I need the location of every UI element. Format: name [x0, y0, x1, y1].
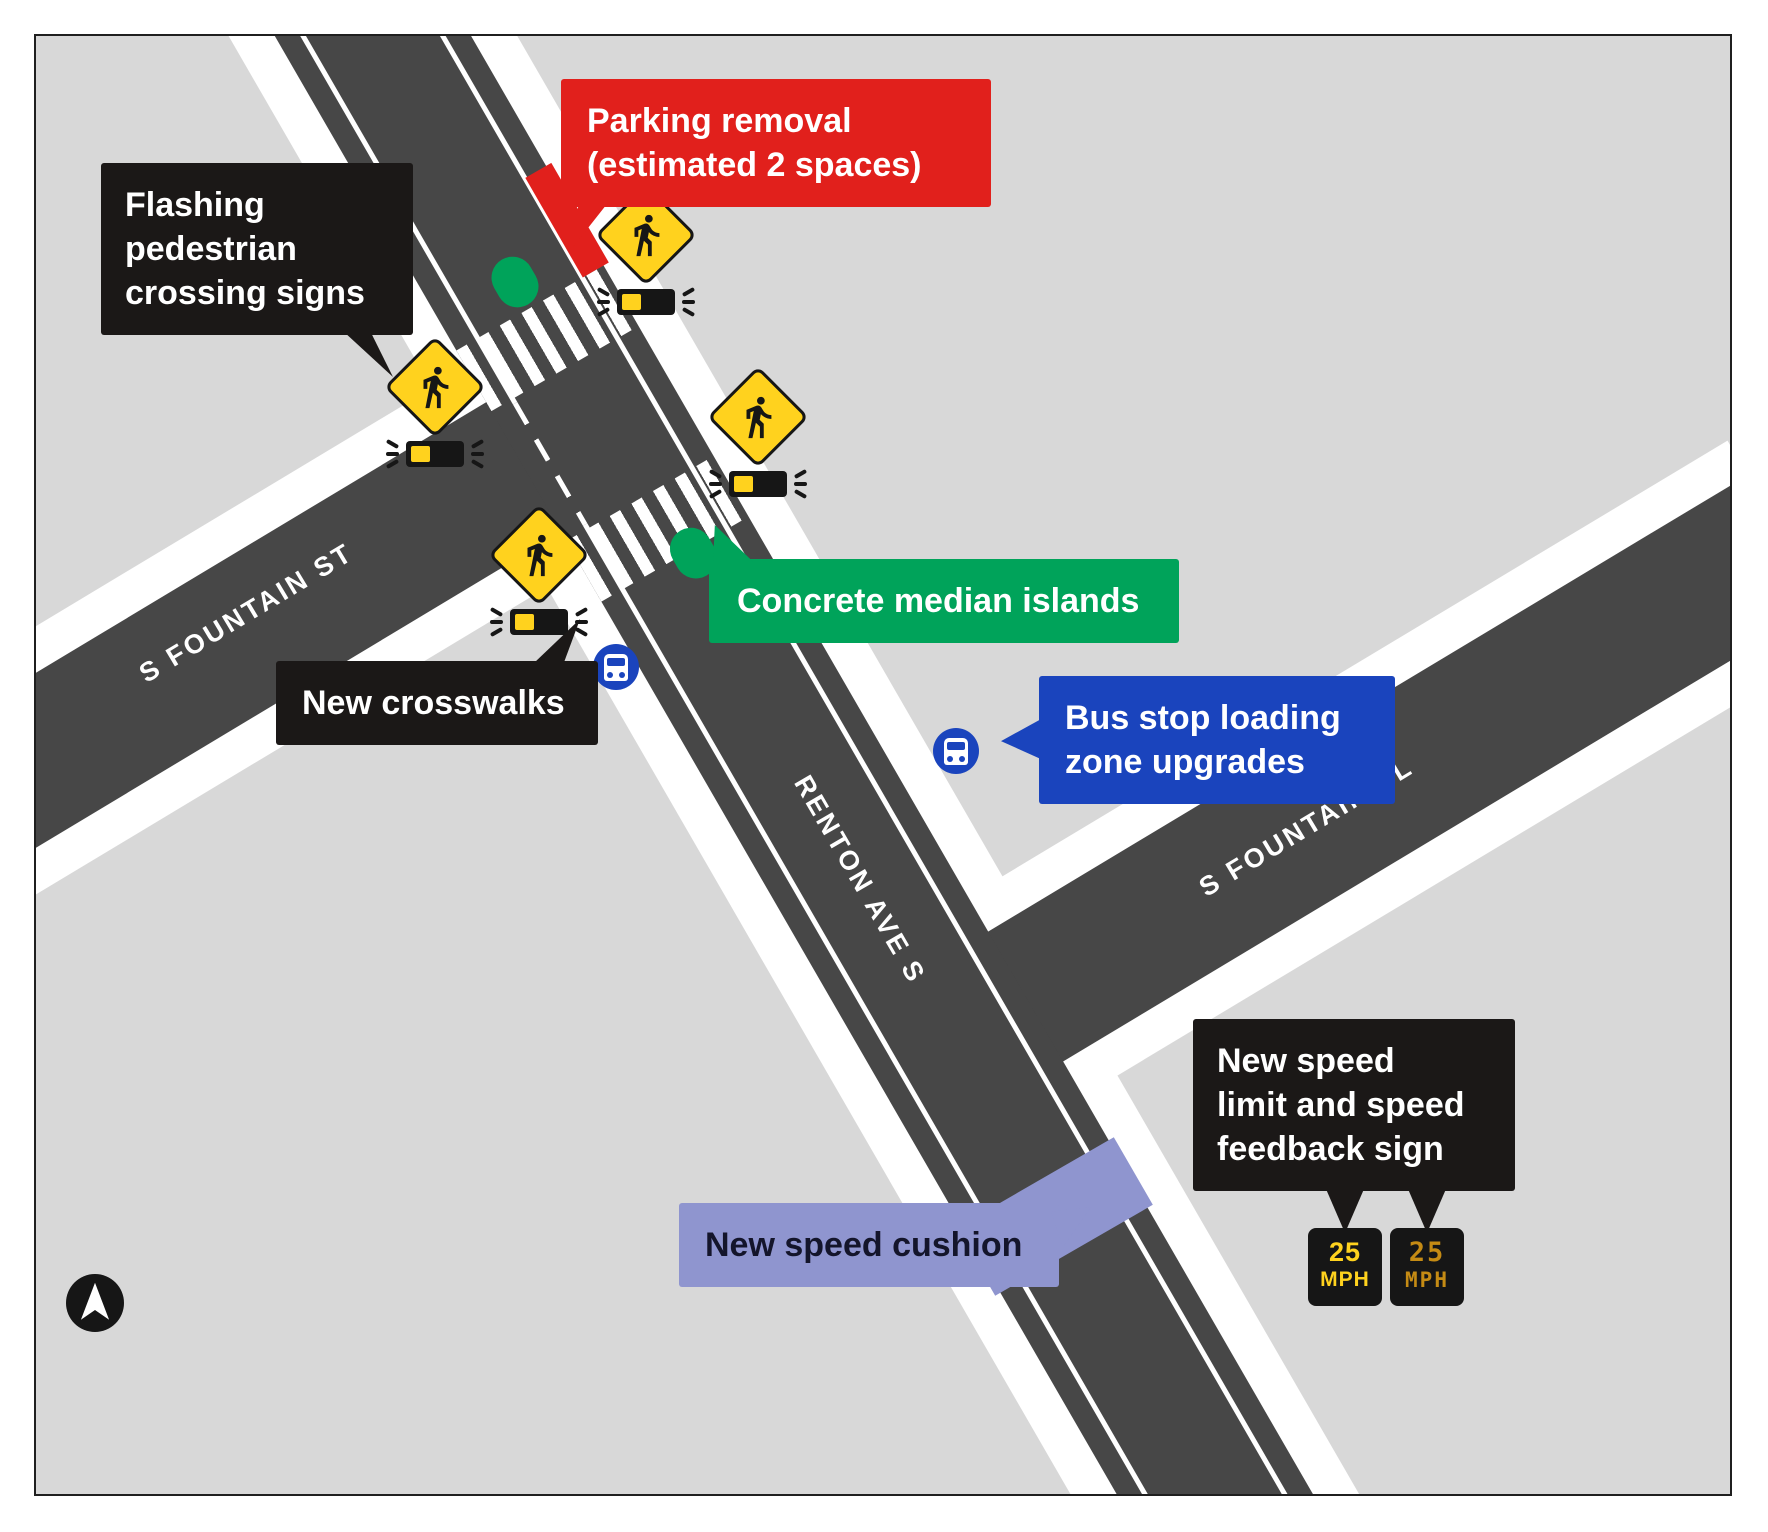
- flash-rays-icon: [471, 452, 484, 456]
- speed-limit-sign: 25 MPH: [1308, 1228, 1382, 1306]
- flashing-beacon-icon: [386, 441, 484, 467]
- callout-text-line: (estimated 2 spaces): [587, 146, 922, 184]
- callout-text-line: pedestrian: [125, 230, 297, 268]
- pedestrian-crossing-sign-icon: [484, 504, 594, 641]
- bus-stop-icon: [593, 644, 639, 690]
- flash-rays-icon: [794, 482, 807, 486]
- callout-text-line: New speed: [1217, 1042, 1395, 1080]
- callout-pointer: [1408, 1189, 1446, 1233]
- speed-feedback-value: 25: [1408, 1237, 1446, 1268]
- beacon-light: [734, 476, 753, 492]
- callout-text-line: Flashing: [125, 186, 265, 224]
- callout-text-line: feedback sign: [1217, 1130, 1444, 1168]
- callout-pointer: [1001, 718, 1043, 760]
- speed-feedback-unit: MPH: [1405, 1268, 1449, 1292]
- flashing-beacon-icon: [597, 289, 695, 315]
- crossing-diamond-icon: [707, 366, 809, 468]
- callout-text-line: zone upgrades: [1065, 743, 1305, 781]
- callout-text-line: Concrete median islands: [737, 582, 1140, 620]
- flashing-beacon-icon: [709, 471, 807, 497]
- crossing-diamond-icon: [384, 336, 486, 438]
- flash-rays-icon: [709, 482, 722, 486]
- callout-text-line: crossing signs: [125, 274, 365, 312]
- flash-rays-icon: [575, 620, 588, 624]
- crossing-diamond-icon: [595, 184, 697, 286]
- speed-limit-value: 25: [1328, 1237, 1362, 1267]
- callout-text-line: limit and speed: [1217, 1086, 1465, 1124]
- callout-parking-removal: Parking removal (estimated 2 spaces): [561, 79, 991, 247]
- callout-speed-limit-feedback-sign: New speed limit and speed feedback sign: [1193, 1019, 1515, 1233]
- pedestrian-crossing-sign-icon: [591, 184, 701, 321]
- crossing-diamond-icon: [488, 504, 590, 606]
- flashing-beacon-icon: [490, 609, 588, 635]
- north-arrow-icon: [66, 1274, 124, 1332]
- pedestrian-crossing-sign-icon: [703, 366, 813, 503]
- callout-pointer: [1326, 1189, 1364, 1233]
- callout-text-line: New speed cushion: [705, 1226, 1023, 1264]
- bus-stop-icon: [933, 728, 979, 774]
- beacon-light: [411, 446, 430, 462]
- beacon-light: [515, 614, 534, 630]
- pedestrian-crossing-sign-icon: [380, 336, 490, 473]
- flash-rays-icon: [386, 452, 399, 456]
- north-arrow-glyph: [80, 1282, 110, 1320]
- callout-text-line: Parking removal: [587, 102, 852, 140]
- flash-rays-icon: [597, 300, 610, 304]
- bus-icon: [944, 738, 968, 765]
- flash-rays-icon: [682, 300, 695, 304]
- callout-bus-stop-upgrades: Bus stop loading zone upgrades: [1001, 676, 1395, 804]
- speed-limit-unit: MPH: [1320, 1268, 1370, 1291]
- callout-concrete-median-islands: Concrete median islands: [709, 525, 1179, 643]
- speed-feedback-sign: 25 MPH: [1390, 1228, 1464, 1306]
- callout-new-speed-cushion: New speed cushion: [679, 1203, 1091, 1287]
- map-canvas: S FOUNTAIN ST S FOUNTAIN PL RENTON AVE S: [34, 34, 1732, 1496]
- callout-text-line: New crosswalks: [302, 684, 565, 722]
- callout-new-crosswalks: New crosswalks: [276, 619, 598, 745]
- flash-rays-icon: [490, 620, 503, 624]
- bus-icon: [604, 654, 628, 681]
- beacon-light: [622, 294, 641, 310]
- callout-text-line: Bus stop loading: [1065, 699, 1341, 737]
- callout-flashing-crossing-signs: Flashing pedestrian crossing signs: [101, 163, 413, 377]
